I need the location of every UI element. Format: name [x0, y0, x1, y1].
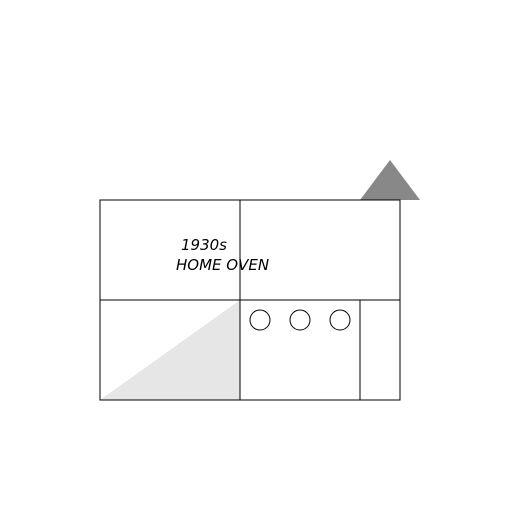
oven-door-panel: [239, 299, 361, 401]
shade-triangle: [100, 300, 240, 400]
caption-line-1: 1930s: [181, 236, 227, 254]
burner-1: [249, 309, 271, 331]
burner-3: [329, 309, 351, 331]
burner-2: [289, 309, 311, 331]
caption-line-2: HOME OVEN: [176, 256, 269, 274]
chimney-triangle: [360, 160, 420, 200]
burner-group: [249, 309, 351, 331]
